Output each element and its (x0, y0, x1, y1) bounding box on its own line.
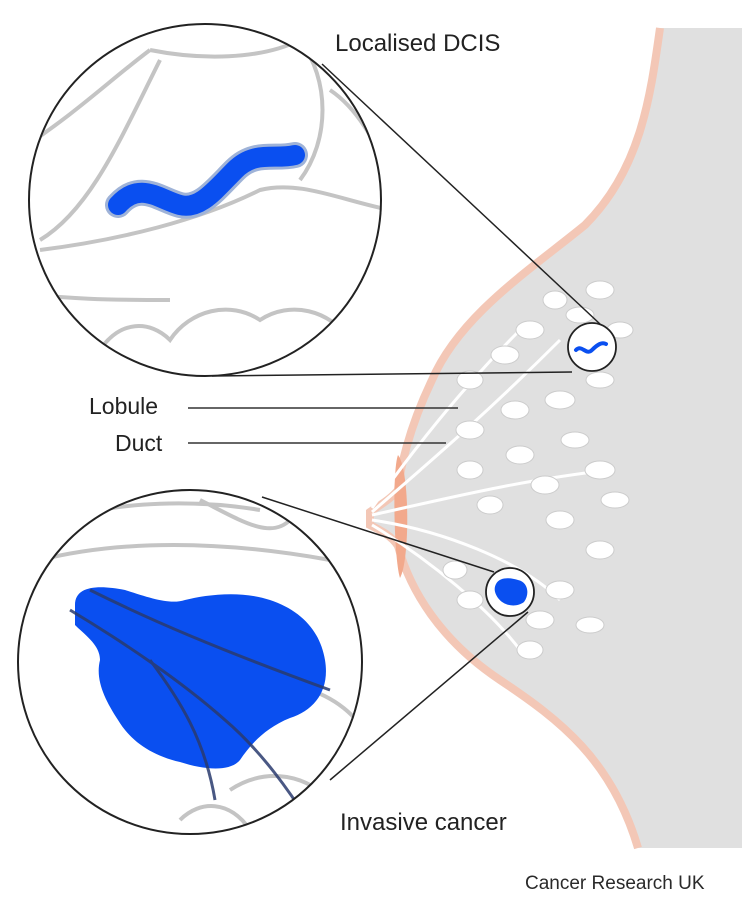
duct-label: Duct (115, 430, 163, 456)
invasive-site-marker (485, 567, 535, 617)
lobule-label: Lobule (89, 393, 159, 419)
dcis-title: Localised DCIS (335, 30, 501, 57)
dcis-magnified-inset (28, 23, 382, 377)
label-leaders (188, 407, 458, 444)
credit-text: Cancer Research UK (525, 873, 705, 894)
invasive-tumour (75, 587, 326, 769)
breast-tissue (370, 28, 742, 848)
invasive-magnified-inset (17, 489, 363, 835)
dcis-site-marker (567, 322, 617, 372)
invasive-title: Invasive cancer (340, 809, 507, 836)
connector-lines (211, 63, 601, 781)
